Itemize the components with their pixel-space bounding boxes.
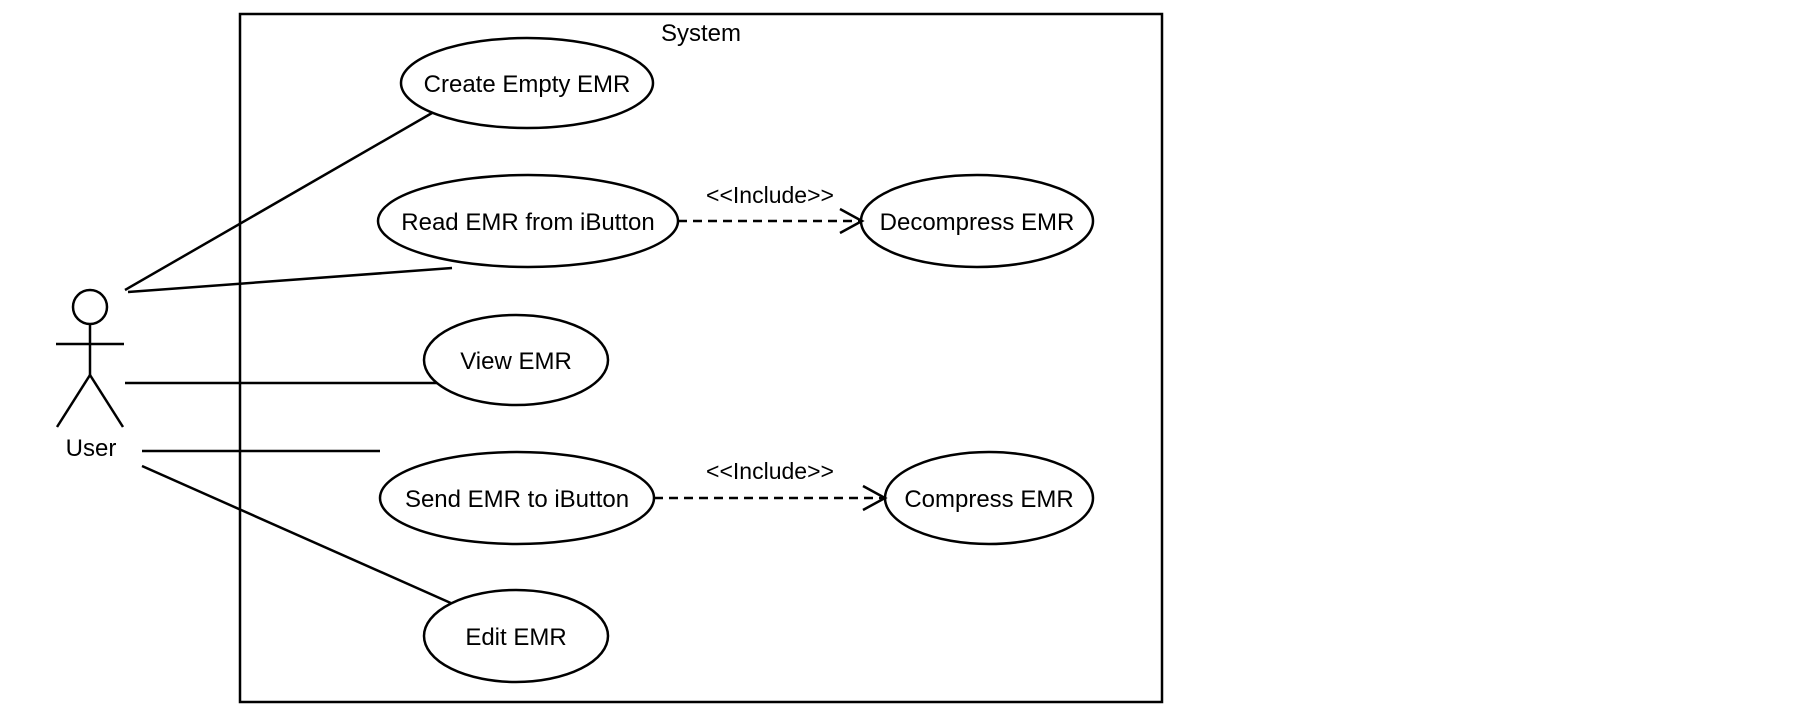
- open-arrowhead-icon: [839, 207, 865, 235]
- system-boundary: [238, 12, 1164, 704]
- use-case-label: View EMR: [460, 348, 572, 375]
- use-case-label: Create Empty EMR: [424, 71, 631, 98]
- use-case-decompress-emr: Decompress EMR: [859, 173, 1095, 269]
- include-arrow-compress: [654, 484, 888, 512]
- use-case-ellipse: [422, 588, 610, 684]
- use-case-edit-emr: Edit EMR: [422, 588, 610, 684]
- associations: [124, 111, 454, 606]
- use-case-label: Decompress EMR: [880, 209, 1075, 236]
- actor-left-leg: [55, 374, 92, 428]
- association-edit-emr: [141, 464, 454, 606]
- use-case-send-emr: Send EMR to iButton: [378, 450, 656, 546]
- use-case-label: Edit EMR: [465, 624, 566, 651]
- use-case-read-emr: Read EMR from iButton: [376, 173, 680, 269]
- use-case-label: Send EMR to iButton: [405, 486, 629, 513]
- actor-label: User: [66, 435, 117, 462]
- include-label-decompress: <<Include>>: [706, 182, 834, 208]
- user-actor-figure: [55, 288, 125, 428]
- actor-right-leg: [88, 374, 125, 428]
- actor-head: [71, 288, 109, 326]
- use-case-create-empty-emr: Create Empty EMR: [399, 36, 655, 130]
- association-create-empty-emr: [124, 111, 433, 292]
- use-case-ellipse: [422, 313, 610, 407]
- use-case-ellipse: [399, 36, 655, 130]
- open-arrowhead-icon: [862, 484, 888, 512]
- association-read-emr: [127, 266, 453, 294]
- include-label-compress: <<Include>>: [706, 458, 834, 484]
- use-case-view-emr: View EMR: [422, 313, 610, 407]
- use-case-label: Read EMR from iButton: [401, 209, 654, 236]
- use-case-compress-emr: Compress EMR: [883, 450, 1095, 546]
- use-case-label: Compress EMR: [904, 486, 1073, 513]
- include-arrow-decompress: [678, 207, 865, 235]
- system-label: System: [661, 20, 741, 47]
